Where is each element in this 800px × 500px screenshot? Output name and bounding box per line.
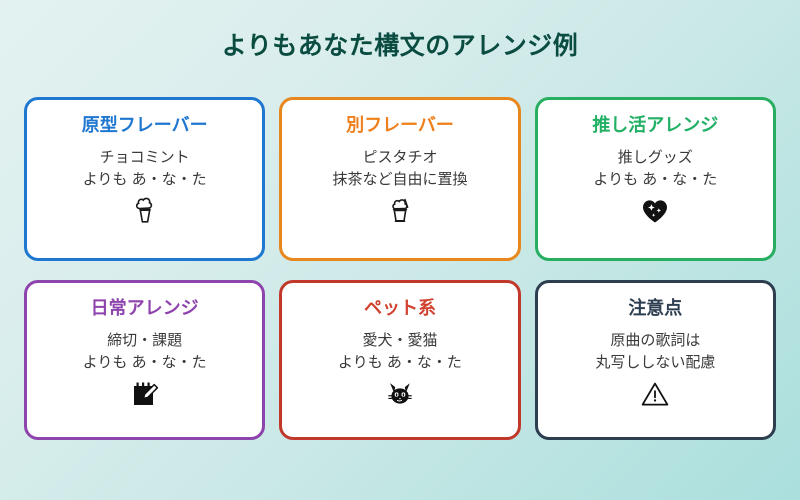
card-title: 日常アレンジ xyxy=(90,298,199,318)
cat-face-icon xyxy=(383,377,417,411)
card-body-line-2: よりも あ・な・た xyxy=(82,353,207,371)
card-body: チョコミント よりも あ・な・た xyxy=(83,147,207,191)
sparkling-heart-icon xyxy=(638,194,672,228)
card-body-line-2: よりも あ・な・た xyxy=(82,170,207,188)
card-title: 注意点 xyxy=(628,298,683,318)
card-original-flavor[interactable]: 原型フレーバー チョコミント よりも あ・な・た xyxy=(24,97,266,261)
card-body-line-1: 締切・課題 xyxy=(107,331,183,349)
page-title: よりもあなた構文のアレンジ例 xyxy=(221,32,579,60)
card-grid: 原型フレーバー チョコミント よりも あ・な・た 別フレーバー ピスタチオ 抹茶… xyxy=(24,97,776,440)
card-body-line-2: よりも あ・な・た xyxy=(338,353,462,371)
soft-serve-ice-cream-icon xyxy=(128,194,162,228)
card-caution-notes[interactable]: 注意点 原曲の歌詞は 丸写ししない配慮 xyxy=(534,280,776,440)
card-body-line-1: 愛犬・愛猫 xyxy=(362,331,438,349)
warning-triangle-icon xyxy=(638,377,672,411)
card-title: 推し活アレンジ xyxy=(592,115,719,135)
card-body: 推しグッズ よりも あ・な・た xyxy=(593,147,717,191)
card-body-line-1: 原曲の歌詞は xyxy=(610,331,701,349)
shaved-ice-cup-icon xyxy=(383,194,417,228)
card-body-line-1: ピスタチオ xyxy=(362,148,438,166)
card-body: 愛犬・愛猫 よりも あ・な・た xyxy=(338,330,462,374)
card-fan-activity-arrangement[interactable]: 推し活アレンジ 推しグッズ よりも あ・な・た xyxy=(534,97,776,261)
card-body-line-2: 抹茶など自由に置換 xyxy=(332,170,468,188)
card-pet-theme[interactable]: ペット系 愛犬・愛猫 よりも あ・な・た xyxy=(279,280,521,440)
card-title: 別フレーバー xyxy=(346,115,454,135)
card-title: ペット系 xyxy=(363,298,436,318)
memo-notepad-pen-icon xyxy=(128,377,162,411)
card-body-line-2: よりも あ・な・た xyxy=(593,170,718,188)
card-other-flavor[interactable]: 別フレーバー ピスタチオ 抹茶など自由に置換 xyxy=(279,97,521,261)
card-body-line-1: チョコミント xyxy=(99,148,190,166)
card-title: 原型フレーバー xyxy=(81,115,208,135)
card-body: 締切・課題 よりも あ・な・た xyxy=(83,330,207,374)
card-body: ピスタチオ 抹茶など自由に置換 xyxy=(332,147,467,191)
card-body-line-2: 丸写ししない配慮 xyxy=(595,353,716,371)
card-daily-life-arrangement[interactable]: 日常アレンジ 締切・課題 よりも あ・な・た xyxy=(24,280,266,440)
card-body-line-1: 推しグッズ xyxy=(617,148,693,166)
card-body: 原曲の歌詞は 丸写ししない配慮 xyxy=(595,330,715,374)
